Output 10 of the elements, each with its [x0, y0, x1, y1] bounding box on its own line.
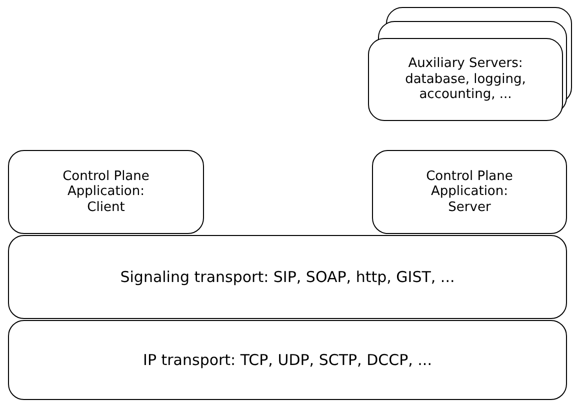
layer-band [8, 235, 567, 319]
box-label: Signaling transport: SIP, SOAP, http, GIST, ... [120, 268, 455, 286]
application-box [372, 150, 567, 234]
box-label: Auxiliary Servers: database, logging, accounting, ... [404, 56, 527, 103]
application-box [8, 150, 204, 234]
stacked-server-cards [368, 7, 573, 121]
box-label: Control Plane Application: Client [62, 168, 150, 216]
box-label: IP transport: TCP, UDP, SCTP, DCCP, ... [143, 351, 432, 369]
layer-band [8, 320, 567, 400]
box-label: Control Plane Application: Server [425, 168, 514, 216]
